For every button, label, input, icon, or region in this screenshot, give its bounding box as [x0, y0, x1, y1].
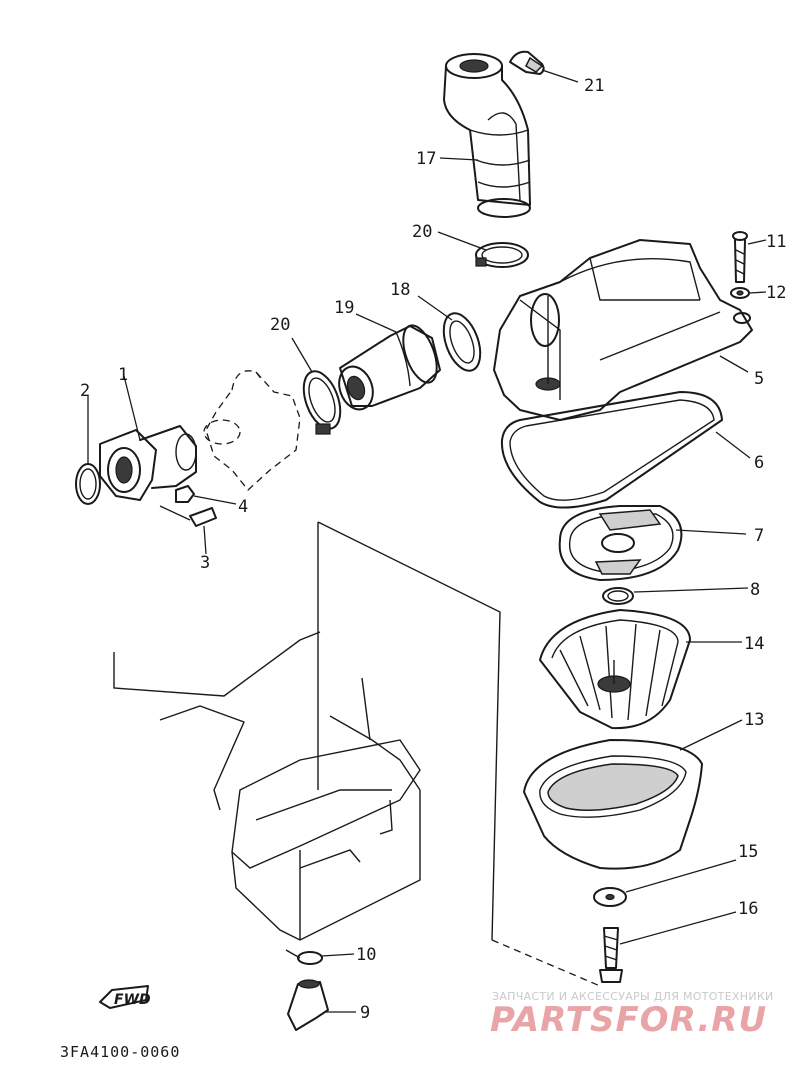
callout-11: 11 — [766, 232, 786, 252]
part-17-intake-duct — [439, 53, 531, 218]
part-4-nut — [175, 485, 237, 505]
callout-14: 14 — [744, 634, 764, 654]
callout-16: 16 — [738, 899, 758, 919]
part-21-hose-elbow — [509, 50, 579, 83]
part-20-clamp-upper — [437, 231, 529, 268]
part-3-bolt — [159, 505, 217, 555]
callout-7: 7 — [754, 526, 764, 546]
part-9-drain-cap — [287, 979, 356, 1031]
callout-20-lower: 20 — [270, 315, 290, 335]
callout-15: 15 — [738, 842, 758, 862]
figure-code: 3FA4100-0060 — [60, 1043, 180, 1061]
callout-3: 3 — [200, 553, 210, 573]
part-13-filter-element — [523, 719, 743, 870]
watermark-brand: PARTSFOR.RU — [490, 1000, 768, 1040]
carburetor-outline — [203, 370, 301, 491]
part-14-element-cage — [539, 609, 742, 730]
part-12-washer — [730, 287, 767, 299]
watermark-tagline: ЗАПЧАСТИ И АКСЕССУАРЫ ДЛЯ МОТОТЕХНИКИ — [492, 990, 774, 1003]
frame-outline — [113, 521, 501, 941]
part-19-intake-boot — [338, 313, 441, 411]
part-1-joint — [99, 375, 197, 501]
callout-8: 8 — [750, 580, 760, 600]
callout-12: 12 — [766, 283, 786, 303]
part-6-gasket — [500, 391, 751, 509]
part-8-oring — [602, 587, 749, 605]
callout-21: 21 — [584, 76, 604, 96]
leader-dashed-16 — [491, 939, 601, 987]
part-7-screen — [558, 505, 747, 581]
callout-18: 18 — [390, 280, 410, 300]
part-15-washer — [593, 859, 737, 907]
callout-1: 1 — [118, 365, 128, 385]
part-5-airbox-case — [493, 239, 753, 421]
callout-4: 4 — [238, 497, 248, 517]
callout-6: 6 — [754, 453, 764, 473]
callout-2: 2 — [80, 381, 90, 401]
part-18-seal — [417, 295, 482, 372]
part-20-clamp-lower — [291, 337, 342, 435]
fwd-label: FWD — [114, 992, 151, 1008]
part-2-oring — [75, 396, 101, 505]
part-11-bolt — [732, 231, 767, 283]
callout-13: 13 — [744, 710, 764, 730]
callout-17: 17 — [416, 149, 436, 169]
callout-19: 19 — [334, 298, 354, 318]
fwd-arrow: FWD — [99, 985, 151, 1009]
callout-20-upper: 20 — [412, 222, 432, 242]
part-16-bolt — [599, 911, 737, 983]
callout-5: 5 — [754, 369, 764, 389]
callout-10: 10 — [356, 945, 376, 965]
callout-9: 9 — [360, 1003, 370, 1023]
callout-labels: 21 17 20 11 12 18 19 20 5 1 2 6 4 7 3 8 … — [80, 76, 786, 1023]
part-10-clip — [285, 949, 355, 965]
